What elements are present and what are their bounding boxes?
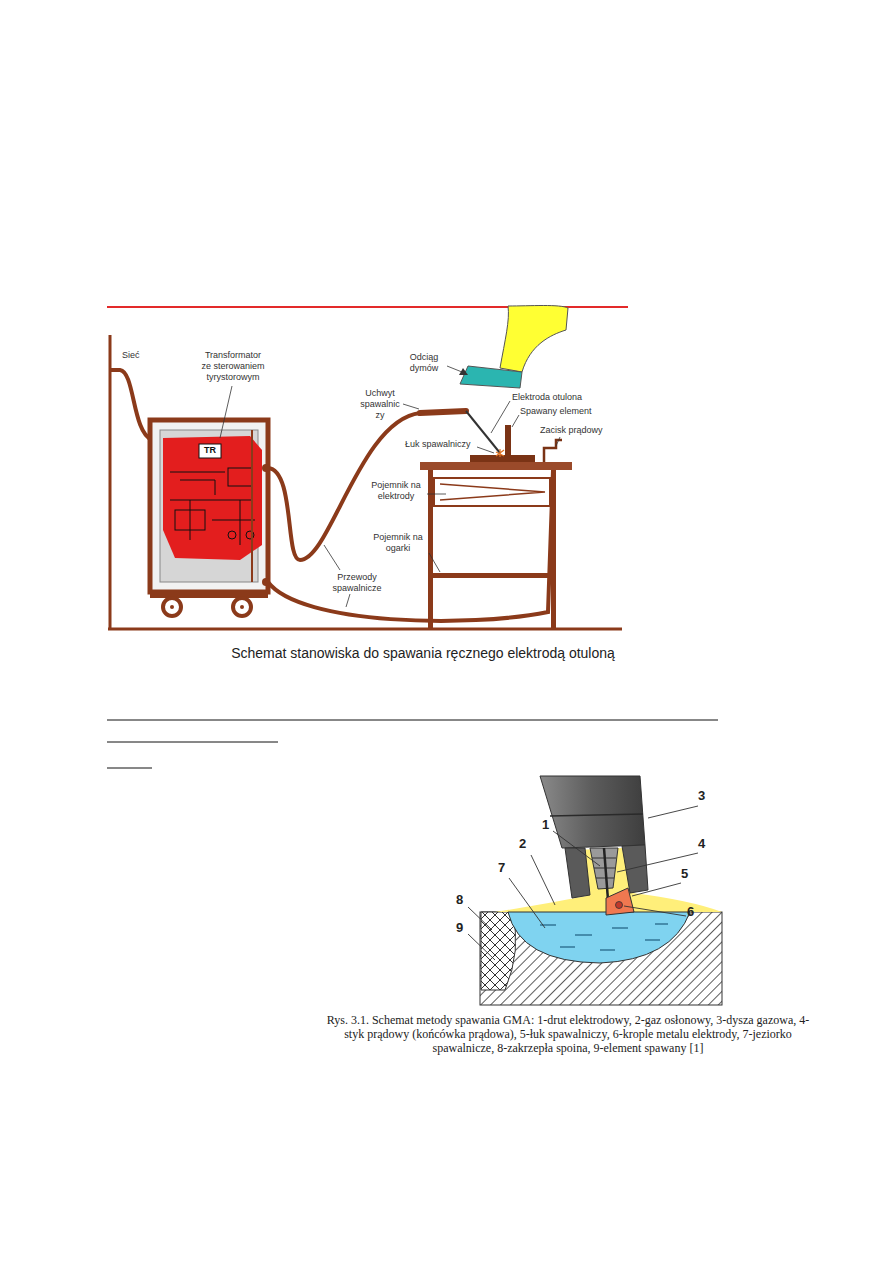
clamp [544,440,562,462]
callout-number: 7 [498,860,510,876]
figure-caption: Rys. 3.1. Schemat metody spawania GMA: 1… [318,1013,818,1055]
callout-number: 9 [456,920,468,936]
callout-number: 8 [456,892,468,908]
welding-table [420,462,572,628]
leader-line [220,366,560,607]
part-label: Pojemnik na ogarki [372,532,424,554]
gma-figure [480,776,722,1005]
figure-caption: Schemat stanowiska do spawania ręcznego … [208,645,638,662]
part-label: Spawany element [520,406,604,417]
part-label: Łuk spawalniczy [405,439,477,450]
wall [109,335,112,630]
part-label: Odciąg dymów [402,352,446,374]
transformer-cabinet [150,420,268,616]
part-label: Uchwyt spawalniczy [358,388,402,421]
fume-hood [500,306,568,373]
part-label: Pojemnik na elektrody [368,480,424,502]
electrode-holder [420,411,466,413]
arrowhead [459,368,468,375]
symbol-label: TR [199,445,221,456]
underline [107,742,278,743]
callout-number: 4 [698,836,712,852]
workpiece [505,425,511,455]
part-label: Transformator ze sterowaniem tyrystorowy… [200,350,266,383]
part-label: Elektroda otulona [512,392,604,403]
callout-number: 1 [542,817,554,833]
arc [496,449,504,457]
callout-number: 2 [519,836,531,852]
part-label: Zacisk prądowy [540,425,620,436]
callout-number: 3 [698,788,712,804]
floor [108,628,622,631]
fume-hood-mouth [460,366,522,388]
mains-cable [110,370,152,440]
underline [107,720,718,721]
welding-cable [268,470,553,621]
workpiece [470,455,535,462]
part-label: Przewody spawalnicze [328,572,386,594]
leader-line [468,806,698,960]
underline [107,768,152,769]
part-label: Sieć [122,350,152,361]
callout-number: 5 [681,866,695,882]
electrode [466,411,500,453]
callout-number: 6 [687,904,701,920]
